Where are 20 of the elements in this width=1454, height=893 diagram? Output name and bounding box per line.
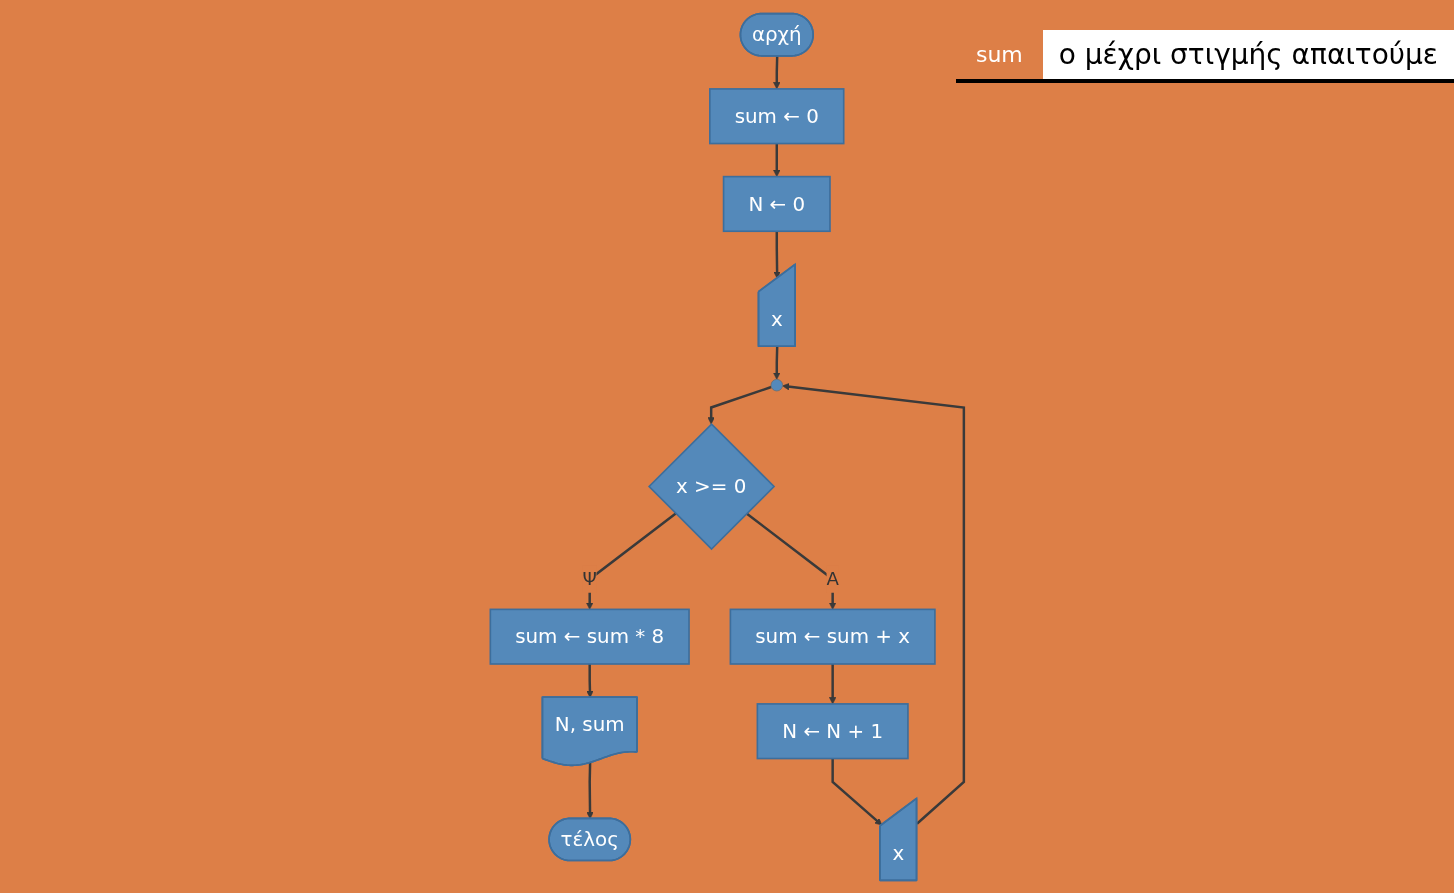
- edge-label: Ψ: [582, 568, 597, 590]
- node-circle: [770, 378, 783, 391]
- arrow: [773, 55, 781, 89]
- arrow: [773, 230, 781, 279]
- arrow: [707, 385, 772, 424]
- arrow: [831, 758, 883, 825]
- note-text: ο μέχρι στιγμής απαιτούμε: [1042, 30, 1454, 79]
- arrow: [586, 762, 594, 819]
- arrow: [773, 346, 781, 380]
- node-diamond: x >= 0: [647, 422, 776, 550]
- edge-label: Α: [826, 568, 839, 590]
- variable-name: sum: [974, 42, 1024, 67]
- arrow: [773, 143, 781, 177]
- node-box: sum ← sum + x: [729, 608, 936, 665]
- arrow: [828, 663, 837, 704]
- arrow: [782, 382, 965, 825]
- node-box: N ← 0: [722, 175, 831, 232]
- node-box: sum ← 0: [708, 87, 845, 144]
- node-box: N ← N + 1: [756, 702, 909, 759]
- node-box: sum ← sum * 8: [489, 608, 690, 665]
